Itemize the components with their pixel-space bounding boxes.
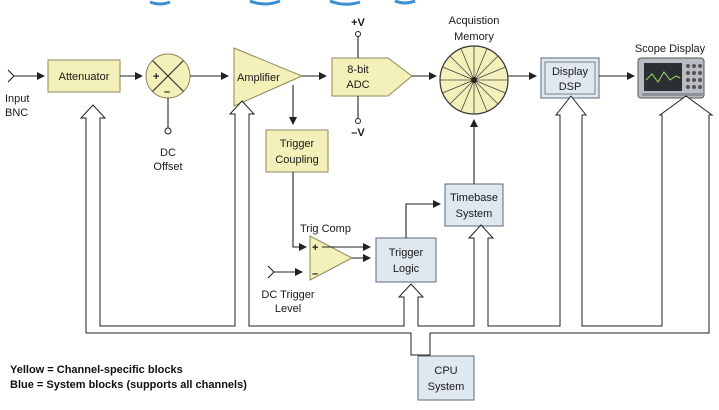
svg-text:CPU: CPU: [434, 365, 457, 377]
scope-display: Scope Display: [635, 43, 706, 99]
dc-offset: DC Offset: [153, 98, 183, 173]
svg-text:Scope Display: Scope Display: [635, 43, 706, 55]
attenuator-block: Attenuator: [47, 59, 121, 93]
svg-text:–: –: [312, 268, 318, 280]
svg-text:8-bit: 8-bit: [347, 64, 368, 76]
svg-text:Display: Display: [552, 66, 589, 78]
acquisition-memory: Acquistion Memory: [439, 15, 509, 115]
svg-text:Attenuator: Attenuator: [59, 71, 110, 83]
svg-text:Offset: Offset: [153, 161, 182, 173]
svg-text:Level: Level: [275, 303, 301, 315]
svg-text:Trigger: Trigger: [389, 247, 424, 259]
trig-comp-label: Trig Comp: [300, 223, 351, 235]
svg-text:DC Trigger: DC Trigger: [261, 289, 315, 301]
svg-text:Logic: Logic: [393, 263, 420, 275]
cpu-system-block: CPU System: [417, 355, 475, 401]
svg-text:Acquistion: Acquistion: [449, 15, 500, 27]
svg-text:BNC: BNC: [5, 107, 28, 119]
svg-text:+: +: [312, 242, 318, 254]
svg-text:DSP: DSP: [559, 81, 582, 93]
svg-text:+V: +V: [351, 17, 365, 29]
amplifier-block: Amplifier: [233, 47, 304, 107]
svg-text:+: +: [153, 71, 159, 83]
svg-text:Amplifier: Amplifier: [237, 72, 280, 84]
legend-blue: Blue = System blocks (supports all chann…: [10, 379, 247, 391]
offset-mixer: + –: [145, 53, 191, 99]
svg-text:System: System: [428, 381, 465, 393]
svg-text:ADC: ADC: [346, 79, 369, 91]
trigger-logic-block: Trigger Logic: [375, 237, 437, 283]
svg-text:DC: DC: [160, 147, 176, 159]
dc-trigger-level: DC Trigger Level: [261, 265, 315, 315]
svg-text:Timebase: Timebase: [450, 192, 498, 204]
svg-text:System: System: [456, 208, 493, 220]
trigger-coupling-block: Trigger Coupling: [265, 129, 329, 173]
svg-text:Trigger: Trigger: [280, 138, 315, 150]
svg-text:–V: –V: [351, 127, 365, 139]
title-fragment: [149, 0, 416, 6]
adc-block: 8-bit ADC +V –V: [331, 17, 413, 139]
cpu-bus: [79, 95, 714, 356]
trigger-comparator: + –: [309, 235, 354, 281]
legend-yellow: Yellow = Channel-specific blocks: [10, 364, 183, 376]
svg-text:Coupling: Coupling: [275, 154, 318, 166]
input-bnc: Input BNC: [5, 69, 45, 119]
svg-text:–: –: [164, 86, 170, 98]
svg-text:Memory: Memory: [454, 31, 494, 43]
svg-text:Input: Input: [5, 93, 29, 105]
display-dsp-block: Display DSP: [540, 57, 600, 99]
legend: Yellow = Channel-specific blocks Blue = …: [10, 363, 247, 393]
timebase-system-block: Timebase System: [444, 183, 504, 227]
